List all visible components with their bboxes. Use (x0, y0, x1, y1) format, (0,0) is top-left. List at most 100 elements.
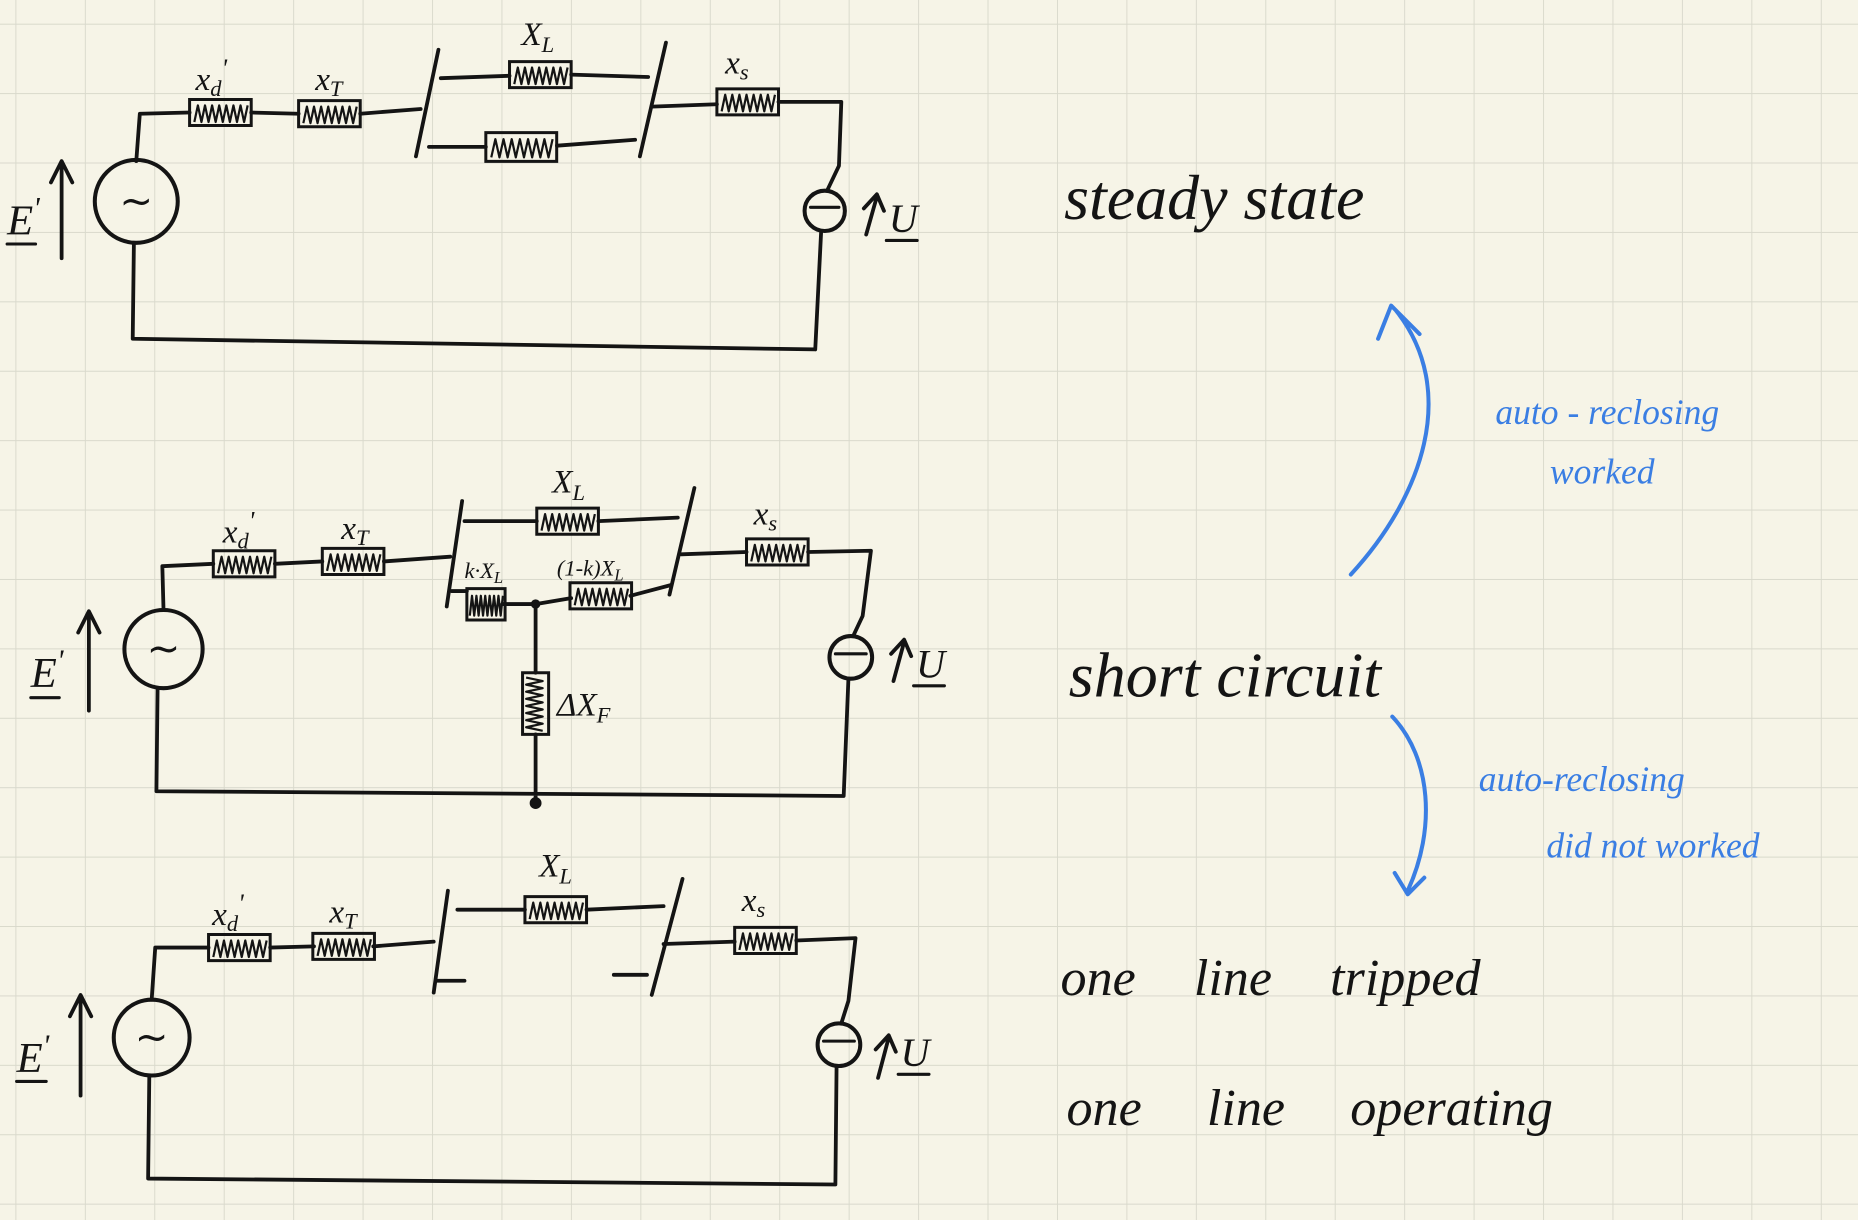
circuit-1-emf-label: E' (6, 191, 40, 245)
circuit-2-emf-label: E' (30, 643, 64, 697)
circuit-3-left-breaker-icon (431, 888, 450, 995)
circuit-3-emf-label: E' (16, 1028, 50, 1082)
circuit-1-label-xt-sub: T (330, 76, 344, 101)
circuit-one-line-tripped: ~ E' U xd' xT XL xs (15, 848, 933, 1187)
circuit-2-label-xd-sub: d (237, 528, 249, 553)
circuit-1-voltage-source-icon (802, 188, 847, 233)
reclosing-failure-line-2: did not worked (1546, 826, 1759, 866)
circuit-2-label-kxl: k·XL (464, 558, 503, 587)
circuit-3-right-breaker-icon (649, 876, 685, 997)
circuit-1-emf-arrow-icon (49, 159, 75, 261)
circuit-3-label-xd: xd' (211, 889, 244, 936)
reclosing-success-arrow-icon (1348, 303, 1431, 577)
circuit-2-label-xs-sub: s (768, 511, 777, 536)
circuit-1-label-xs: xs (724, 44, 749, 84)
circuit-1-label-xt: xT (314, 61, 344, 101)
circuit-2-wires (154, 515, 873, 805)
circuit-2-ac-source-icon (122, 607, 205, 691)
circuit-1-label-xl-main: X (519, 16, 543, 53)
circuit-3-label-xl: XL (537, 848, 572, 889)
transition-annotations: auto - reclosing worked auto-reclosing d… (1348, 303, 1760, 897)
circuit-1-voltage-label: U (889, 196, 921, 241)
circuit-3-label-xl-main: X (537, 848, 561, 885)
circuit-1-label-xd: xd' (195, 54, 228, 101)
circuit-1-right-breaker-icon (637, 40, 668, 159)
circuit-2-label-rest-xl-main: (1-k)X (557, 556, 616, 581)
circuit-3-label-xs: xs (741, 882, 766, 922)
circuit-2-emf-main: E (30, 650, 57, 697)
circuit-1-emf-main: E (6, 198, 33, 245)
circuit-2-voltage-arrow-icon (889, 637, 914, 683)
circuit-3-label-xl-sub: L (558, 864, 572, 889)
circuit-1-left-breaker-icon (414, 47, 441, 159)
circuit-1-emf-prime: ' (33, 191, 40, 225)
circuit-2-label-fault-sub: F (596, 703, 611, 728)
circuit-2-label-xd-sup: ' (249, 506, 255, 535)
circuit-2-label-xl-sub: L (571, 480, 585, 505)
circuit-1-ac-source-icon (92, 157, 180, 245)
circuit-2-label-xd-main: x (222, 513, 238, 550)
circuit-1-label-xd-sub: d (210, 76, 222, 101)
circuit-1-wires (130, 72, 844, 352)
state-labels: steady state short circuit one line trip… (1061, 162, 1553, 1137)
circuit-3-emf-main: E (16, 1035, 43, 1082)
circuit-2-emf-arrow-icon (76, 609, 102, 713)
circuit-3-label-xd-main: x (211, 896, 227, 933)
circuit-1-label-xl-sub: L (541, 32, 555, 57)
circuit-3-voltage-arrow-icon (873, 1033, 898, 1080)
circuit-2-label-xs: xs (753, 496, 778, 536)
circuit-2-label-xt: xT (340, 510, 370, 550)
circuit-2-voltage-label: U (916, 642, 948, 687)
circuit-3-label-xd-sup: ' (238, 889, 244, 918)
state-tripped-line-2: one line operating (1066, 1080, 1552, 1137)
circuit-2-source-symbol: ~ (147, 626, 181, 672)
circuit-1-source-symbol: ~ (119, 178, 153, 224)
circuit-2-label-xt-main: x (340, 510, 356, 547)
circuit-1-label-xs-main: x (724, 44, 740, 81)
reclosing-failure-line-1: auto-reclosing (1479, 759, 1685, 799)
circuit-1-label-xl: XL (519, 16, 554, 57)
circuit-1-label-xs-sub: s (740, 59, 749, 84)
circuit-short-circuit: ~ E' U xd' xT XL xs k·XL (1-k)XL ΔXF (29, 464, 948, 809)
circuit-2-label-kxl-main: k·X (464, 558, 495, 583)
circuit-3-label-xt: xT (328, 894, 358, 934)
state-steady: steady state (1064, 162, 1364, 233)
reclosing-failure-arrow-icon (1390, 714, 1428, 897)
circuit-3-source-symbol: ~ (135, 1015, 169, 1061)
circuit-2-label-rest-xl-sub: L (613, 565, 623, 584)
circuit-steady-state: ~ E' U xd' xT XL xs (5, 16, 921, 352)
circuit-2-emf-prime: ' (57, 643, 64, 677)
circuit-3-voltage-source-icon (815, 1021, 863, 1069)
circuit-3-label-xs-sub: s (756, 897, 765, 922)
circuit-2-label-rest-xl: (1-k)XL (557, 556, 624, 585)
circuit-1-label-xd-main: x (195, 61, 211, 98)
circuit-1-voltage-arrow-icon (861, 192, 886, 237)
state-short-circuit: short circuit (1069, 639, 1383, 710)
circuit-1-label-xd-sup: ' (221, 54, 227, 83)
reclosing-success-line-1: auto - reclosing (1495, 392, 1719, 432)
circuit-2-label-xt-sub: T (356, 525, 370, 550)
circuit-1-label-xt-main: x (314, 61, 330, 98)
circuit-2-label-xs-main: x (753, 496, 769, 533)
circuit-3-voltage-label: U (901, 1030, 933, 1075)
circuit-2-label-xd: xd' (222, 506, 255, 553)
circuit-3-label-xd-sub: d (227, 911, 239, 936)
circuit-2-ground-junction (529, 797, 542, 809)
circuit-2-label-fault-main: ΔX (555, 686, 598, 723)
circuit-2-label-xl: XL (550, 464, 585, 505)
circuit-3-wires (146, 904, 858, 1187)
circuit-2-label-kxl-sub: L (493, 568, 503, 587)
state-tripped-line-1: one line tripped (1061, 950, 1482, 1007)
circuit-3-emf-arrow-icon (68, 993, 94, 1098)
circuit-2-label-xl-main: X (550, 464, 574, 501)
circuit-3-label-xt-main: x (328, 894, 344, 931)
reclosing-success-line-2: worked (1550, 451, 1655, 491)
circuit-3-label-xs-main: x (741, 882, 757, 919)
circuit-3-label-xt-sub: T (344, 909, 358, 934)
circuit-3-ac-source-icon (111, 997, 192, 1078)
circuit-2-fault-junction (530, 599, 541, 609)
circuit-2-left-breaker-icon (444, 499, 465, 609)
circuit-2-voltage-source-icon (827, 634, 875, 681)
